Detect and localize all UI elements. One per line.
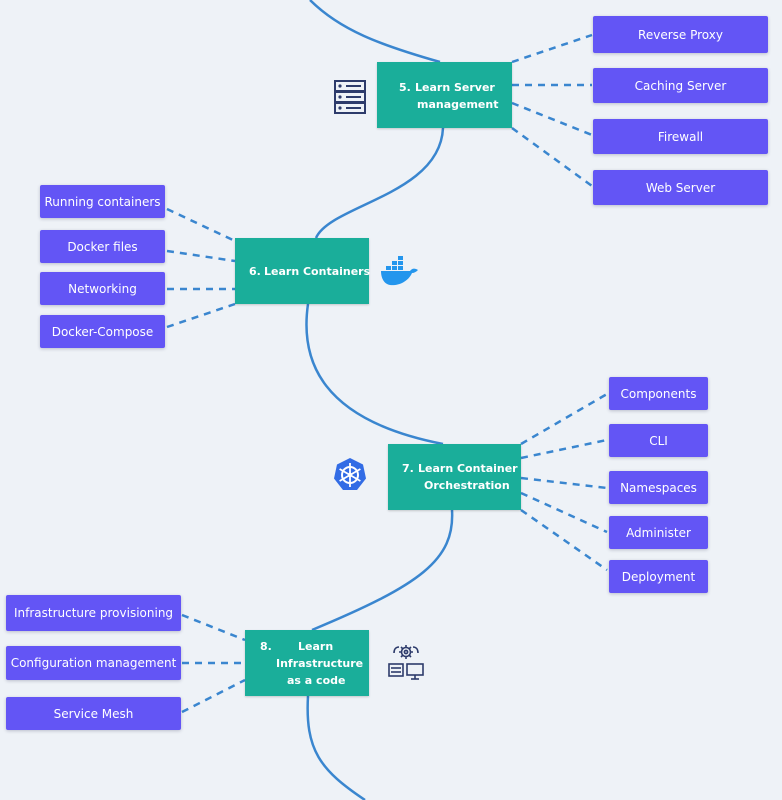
topic-configuration-management[interactable]: Configuration management xyxy=(6,646,181,680)
topic-connectors xyxy=(166,33,608,714)
connector-firewall xyxy=(511,101,593,137)
stage-title-line1: Learn Server xyxy=(415,81,495,94)
kubernetes-wheel-icon xyxy=(334,458,366,490)
connector-web-server xyxy=(511,126,593,188)
stage-title-line1: Learn Container xyxy=(418,462,518,475)
topic-reverse-proxy[interactable]: Reverse Proxy xyxy=(593,16,768,53)
topic-docker-files[interactable]: Docker files xyxy=(40,230,165,263)
topic-namespaces[interactable]: Namespaces xyxy=(609,471,708,504)
topic-administer[interactable]: Administer xyxy=(609,516,708,549)
stage-title-line1: Learn Containers xyxy=(264,265,371,278)
topic-deployment[interactable]: Deployment xyxy=(609,560,708,593)
connector-administer xyxy=(520,491,608,534)
topic-infrastructure-provisioning[interactable]: Infrastructure provisioning xyxy=(6,595,181,631)
topic-web-server[interactable]: Web Server xyxy=(593,170,768,205)
topic-networking[interactable]: Networking xyxy=(40,272,165,305)
topic-service-mesh[interactable]: Service Mesh xyxy=(6,697,181,730)
stage-title-line2: Orchestration xyxy=(424,479,510,492)
topic-running-containers[interactable]: Running containers xyxy=(40,185,165,218)
stage-number: 5. xyxy=(399,81,411,94)
topic-docker-compose[interactable]: Docker-Compose xyxy=(40,315,165,348)
stage-title-line1: Learn xyxy=(298,640,334,653)
gear-computer-icon xyxy=(388,645,424,680)
connector-running-containers xyxy=(166,207,236,243)
stage-number: 6. xyxy=(249,265,261,278)
docker-whale-icon xyxy=(381,256,418,286)
topic-components[interactable]: Components xyxy=(609,377,708,410)
connector-deployment xyxy=(520,508,608,572)
stage-number: 8. xyxy=(260,640,272,653)
connector-cli xyxy=(520,438,608,460)
connector-docker-compose xyxy=(166,302,236,329)
stage-title-line3: as a code xyxy=(287,674,346,687)
connector-reverse-proxy xyxy=(511,33,593,64)
connector-service-mesh xyxy=(181,678,246,714)
topic-firewall[interactable]: Firewall xyxy=(593,119,768,154)
stage-title-line2: management xyxy=(417,98,499,111)
server-rack-icon xyxy=(334,80,366,114)
connector-infra-provisioning xyxy=(181,613,246,642)
stage-node-container-orchestration[interactable]: 7. Learn Container Orchestration xyxy=(388,444,521,510)
topic-cli[interactable]: CLI xyxy=(609,424,708,457)
roadmap-path xyxy=(305,0,454,800)
connector-docker-files xyxy=(166,249,236,263)
connector-components xyxy=(520,392,608,446)
stage-number: 7. xyxy=(402,462,414,475)
connector-namespaces xyxy=(520,476,608,490)
stage-node-server-management[interactable]: 5. Learn Server management xyxy=(377,62,512,128)
stage-node-infrastructure-as-code[interactable]: 8. Learn Infrastructure as a code xyxy=(245,630,369,696)
stage-node-containers[interactable]: 6. Learn Containers xyxy=(235,238,371,304)
topic-caching-server[interactable]: Caching Server xyxy=(593,68,768,103)
stage-title-line2: Infrastructure xyxy=(276,657,364,670)
